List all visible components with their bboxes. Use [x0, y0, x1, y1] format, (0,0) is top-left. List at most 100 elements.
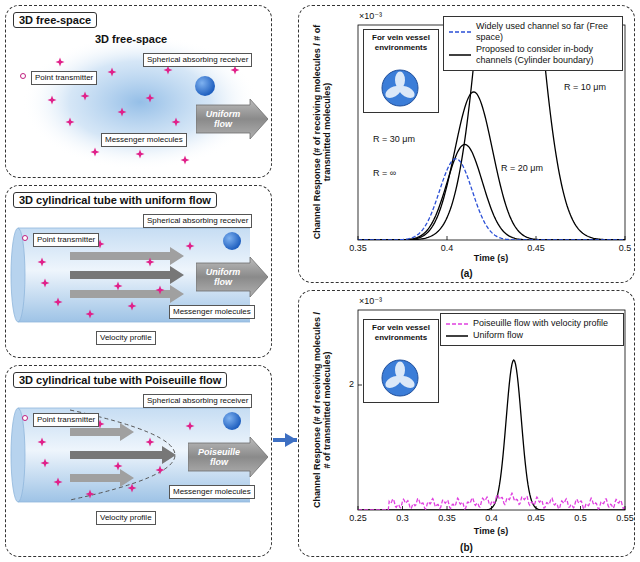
node-text: Velocity profile [100, 513, 152, 523]
legend-line-sample [446, 323, 468, 325]
tick-label: 2 [349, 379, 354, 389]
transmitter-point [21, 74, 26, 79]
curve-label: R = 10 μm [563, 82, 607, 92]
legend-sample [448, 51, 472, 59]
scenario-panel: 3D cylindrical tube with uniform flowPoi… [5, 185, 272, 358]
callout-box: Spherical absorbing receiver [143, 214, 252, 228]
legend-sample [445, 320, 469, 328]
tick-label: 0.4 [485, 513, 498, 523]
legend-sample [445, 332, 469, 340]
node-text: For vein vessel environments [364, 320, 438, 343]
molecule-star [54, 478, 63, 487]
tick-mark [536, 236, 537, 240]
axis-multiplier: ×10⁻³ [359, 296, 382, 306]
molecule-star [128, 484, 137, 493]
parabolic-profile [70, 410, 175, 500]
tube-wall [18, 502, 250, 503]
messenger-molecules [38, 58, 240, 499]
plot-frame [358, 25, 625, 240]
callout-box: Point transmitter [33, 413, 99, 427]
tick-label: 0.4 [441, 243, 454, 253]
molecule-star [114, 282, 123, 291]
molecule-star [146, 94, 155, 103]
node-text: 3D cylindrical tube with Poiseuille flow [13, 372, 227, 388]
tick-label: 0.35 [438, 513, 456, 523]
response-curve [358, 159, 625, 240]
curve-label: R = 30 μm [372, 134, 416, 144]
node-text: Uniform flow [198, 267, 248, 287]
callout-box: Point transmitter [31, 71, 97, 85]
molecule-star [156, 466, 165, 475]
transmitter-point [23, 236, 28, 241]
scenario-panel: 3D cylindrical tube with Poiseuille flow… [5, 365, 272, 557]
tick-marks [358, 385, 625, 510]
legend-line-sample [446, 335, 468, 337]
node-text: Messenger molecules [105, 135, 183, 145]
molecule-star [181, 156, 190, 165]
legend-entry: Proposed to consider in-body channels (C… [448, 44, 618, 66]
molecule-star [38, 438, 47, 447]
velocity-arrow [70, 469, 134, 487]
node-text: 3D cylindrical tube with uniform flow [13, 192, 217, 208]
receiver-sphere [223, 232, 241, 250]
velocity-arrow [70, 423, 134, 441]
molecule-star [231, 66, 240, 75]
tick-label: 0.35 [349, 243, 367, 253]
velocity-arrows [70, 247, 184, 303]
node-text: Uniform flow [198, 109, 248, 129]
axis-title: Channel Response (# of receiving molecul… [312, 25, 333, 240]
molecule-star [96, 420, 105, 429]
node-text: Point transmitter [37, 415, 95, 425]
flow-arrow: Poiseuille flow [188, 437, 268, 477]
legend-entry: Poiseuille flow with velocity profile [445, 318, 619, 329]
tick-label: 0.45 [527, 513, 545, 523]
node-text: Point transmitter [35, 73, 93, 83]
inset-box: For vein vessel environments [363, 319, 439, 403]
tick-label: 0.25 [349, 513, 367, 523]
node-text: 3D free-space [13, 12, 97, 28]
molecule-star [86, 490, 95, 499]
panel-heading: 3D free-space [95, 33, 167, 46]
curve-label: R = 20 μm [500, 163, 544, 173]
response-curve [358, 360, 625, 510]
legend-line-sample [449, 54, 471, 56]
flow-arrow-outline [188, 437, 268, 477]
legend-entry: Uniform flow [445, 330, 619, 341]
node-text: (b) [299, 542, 634, 553]
molecule-star [114, 462, 123, 471]
molecule-star [56, 58, 65, 67]
legend-entry: Widely used channel so far (Free space) [448, 21, 618, 43]
callout-box: Spherical absorbing receiver [143, 53, 252, 67]
tick-mark [358, 506, 359, 510]
response-curve [358, 92, 625, 240]
molecule-star [108, 68, 117, 77]
node-text: Poiseuille flow [190, 447, 248, 467]
callout-box: Messenger molecules [169, 485, 255, 499]
tick-mark [580, 506, 581, 510]
flow-arrow-outline [196, 99, 268, 139]
flow-arrow: Uniform flow [196, 99, 268, 139]
tube-end [11, 408, 25, 502]
molecule-star [156, 286, 165, 295]
tick-mark [358, 236, 359, 240]
molecule-star [41, 459, 50, 468]
molecule-star [86, 310, 95, 319]
node-text: Messenger molecules [173, 307, 251, 317]
tick-label: 0.5 [619, 243, 632, 253]
transmitter-point [23, 416, 28, 421]
node-text: Spherical absorbing receiver [147, 396, 248, 406]
tick-mark [447, 236, 448, 240]
tube-body [18, 408, 250, 502]
molecule-star [186, 422, 195, 431]
molecule-star [41, 279, 50, 288]
molecule-star [48, 96, 57, 105]
receiver-sphere [223, 412, 241, 430]
legend-line-sample [449, 31, 471, 33]
receiver-sphere [195, 76, 215, 96]
callout-box: Messenger molecules [101, 133, 187, 147]
node-text: For vein vessel environments [364, 30, 438, 53]
